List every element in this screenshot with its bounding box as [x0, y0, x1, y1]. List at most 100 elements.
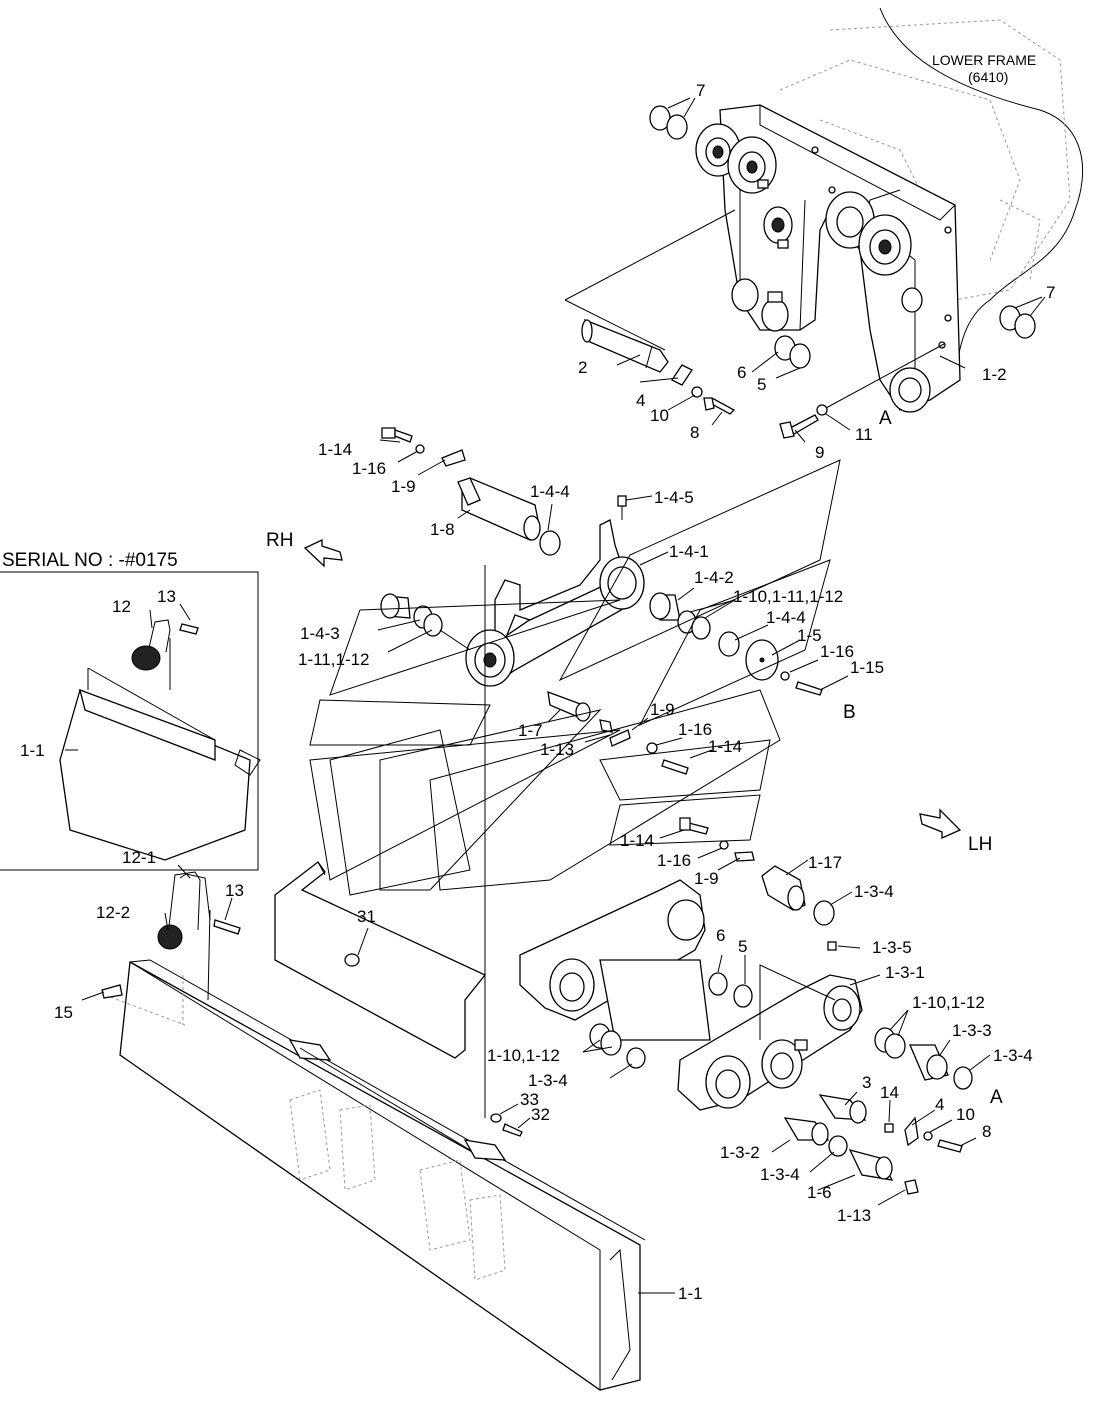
part-label: 1-4-2 [694, 568, 734, 587]
part-label: 2 [578, 358, 587, 377]
pin-1-6 [848, 1149, 919, 1195]
part-label: 1-7 [518, 721, 543, 740]
part-label: 1-16 [352, 459, 386, 478]
lower-frame-code: (6410) [968, 69, 1008, 85]
part-label: 1-3-4 [760, 1165, 800, 1184]
rings-lower-left [589, 1023, 646, 1069]
wing-bolt-15 [101, 984, 123, 999]
part-label: 1-16 [657, 851, 691, 870]
bushing-1-4-2 [649, 592, 823, 696]
annotations: LOWER FRAME (6410) SERIAL NO : -#0175 RH… [2, 52, 1055, 1303]
part-label: 1-4-3 [300, 624, 340, 643]
serial-inset [0, 571, 261, 871]
seal-6-5-lower [708, 972, 753, 1008]
part-label: 10 [650, 406, 669, 425]
part-label: 4 [636, 391, 645, 410]
part-label: 1-3-4 [993, 1046, 1033, 1065]
dozer-blade [104, 959, 646, 1391]
part-label: A [990, 1087, 1003, 1108]
pin-3 [818, 1094, 963, 1153]
handle-12-1 [157, 871, 241, 1001]
part-label: 9 [815, 443, 824, 462]
part-label: 15 [54, 1003, 73, 1022]
part-label: 1-14 [318, 440, 352, 459]
bolt-set-lower [679, 817, 837, 951]
part-label: 1-3-2 [720, 1143, 760, 1162]
part-label: 1-17 [808, 853, 842, 872]
part-label: 5 [757, 375, 766, 394]
part-label: B [843, 702, 856, 723]
part-label: 1-15 [850, 658, 884, 677]
leader-lines [65, 351, 991, 1294]
part-label: 1-11,1-12 [298, 650, 370, 669]
part-label: 1-8 [430, 520, 455, 539]
lh-arrow [919, 808, 962, 840]
part-label: 1-5 [797, 626, 822, 645]
pin-1-8 [457, 477, 541, 541]
part-label: 1-1 [20, 741, 45, 760]
pin-1-7 [547, 691, 613, 733]
part-label: 1-14 [620, 831, 654, 850]
bolt-9-washer-11 [779, 343, 945, 439]
lower-frame-label: LOWER FRAME [932, 52, 1036, 68]
part-label: 12 [112, 597, 131, 616]
part-label: 4 [935, 1095, 944, 1114]
part-label: 1-4-1 [669, 542, 709, 561]
part-label: 1-16 [820, 642, 854, 661]
bushing-1-3-3 [874, 1027, 973, 1090]
part-label: 1-9 [391, 477, 416, 496]
part-label: 1-3-5 [872, 938, 912, 957]
part-label: 1-14 [708, 737, 742, 756]
part-label: 14 [880, 1083, 899, 1102]
part-label: 5 [738, 937, 747, 956]
part-label: 1-4-4 [766, 608, 806, 627]
part-label: 7 [696, 81, 705, 100]
part-label: 7 [1046, 283, 1055, 302]
part-label: 3 [862, 1073, 871, 1092]
part-label: 8 [982, 1122, 991, 1141]
pin-2 [564, 209, 736, 373]
part-label: 1-3-4 [528, 1071, 568, 1090]
part-label: 32 [531, 1105, 550, 1124]
seal-6-5-top [774, 335, 811, 369]
part-label: 1-4-4 [530, 482, 570, 501]
plate-bolt-middle [609, 729, 689, 775]
part-label: 1-10,1-12 [912, 993, 985, 1012]
serial-number-label: SERIAL NO : -#0175 [2, 550, 178, 571]
bolt-set-upper [381, 427, 466, 467]
part-label: 1-9 [650, 700, 675, 719]
mount-bracket [695, 104, 961, 413]
part-label: 1-3-1 [885, 963, 925, 982]
part-label: A [879, 408, 892, 429]
lh-label: LH [968, 834, 992, 855]
part-label: 13 [225, 881, 244, 900]
part-label: 11 [855, 425, 873, 444]
part-label: 1-1 [678, 1284, 703, 1303]
decal-stripes [309, 459, 841, 896]
part-label: 1-13 [540, 740, 574, 759]
part-label: 1-13 [837, 1206, 871, 1225]
part-label: 10 [956, 1105, 975, 1124]
part-label: 1-3-4 [854, 882, 894, 901]
part-label: 8 [690, 423, 699, 442]
part-label: 12-1 [122, 848, 156, 867]
part-label: 33 [520, 1090, 539, 1109]
grease-fitting-1-4-5 [617, 495, 627, 520]
ring-1-4-4-upper [539, 530, 561, 556]
rh-label: RH [266, 530, 293, 551]
link-assembly-1-3-1 [519, 879, 863, 1111]
part-label: 1-9 [694, 869, 719, 888]
part-label: 12-2 [96, 903, 130, 922]
part-label: 1-6 [807, 1183, 832, 1202]
part-label: 13 [157, 587, 176, 606]
bushing-1-4-3 [380, 593, 471, 651]
part-label: 1-10,1-11,1-12 [733, 587, 843, 606]
part-label: 31 [357, 907, 376, 926]
plate-4-bolt-8 [671, 364, 736, 415]
part-label: 6 [716, 926, 725, 945]
seal-rings-7-right [999, 296, 1046, 339]
rh-arrow [303, 538, 343, 568]
part-label: 1-4-5 [654, 488, 694, 507]
